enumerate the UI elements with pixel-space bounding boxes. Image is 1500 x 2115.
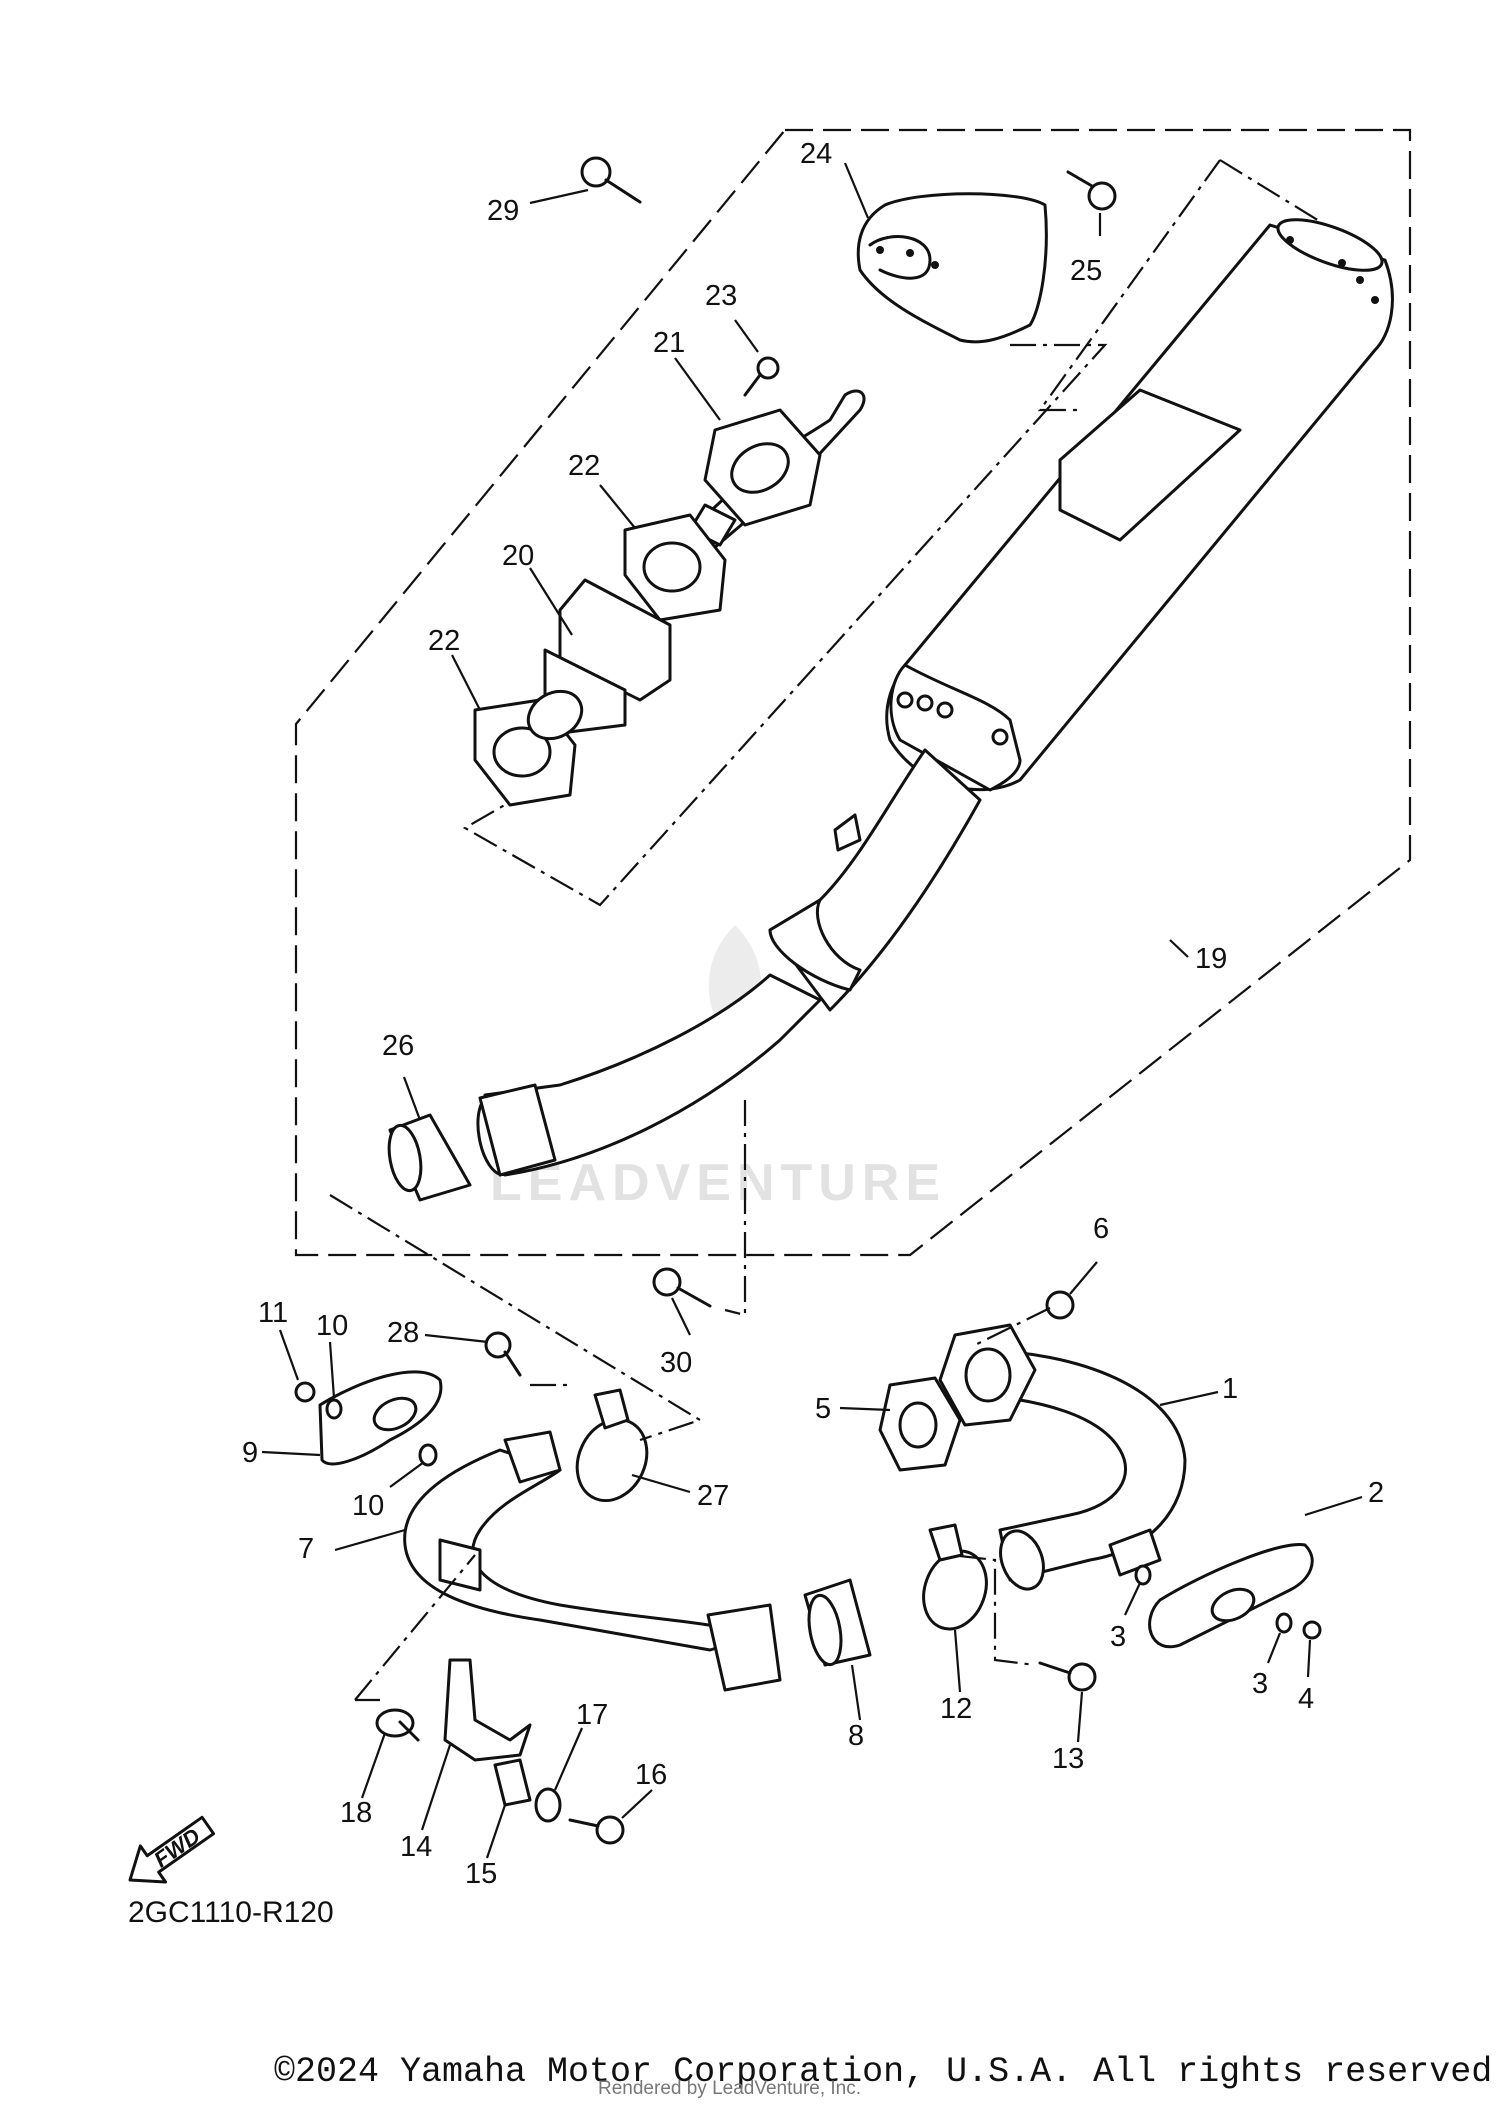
- callout-29: 29: [487, 195, 519, 227]
- clamp-12: [922, 1523, 988, 1631]
- callout-18: 18: [340, 1797, 372, 1829]
- callout-2: 2: [1368, 1477, 1384, 1509]
- copyright-notice: ©2024 Yamaha Motor Corporation, U.S.A. A…: [274, 2052, 1500, 2092]
- damper-15: [493, 1758, 532, 1807]
- bracket-14: [443, 1658, 532, 1762]
- callout-11: 11: [258, 1297, 288, 1329]
- fwd-arrow-icon: FWD: [128, 1815, 216, 1884]
- callout-3b: 3: [1252, 1668, 1268, 1700]
- callout-5: 5: [815, 1393, 831, 1425]
- callout-6: 6: [1093, 1213, 1109, 1245]
- washer-10: [325, 1398, 438, 1467]
- clamp-27: [575, 1388, 649, 1503]
- callout-21: 21: [653, 327, 685, 359]
- watermark-text: LEADVENTURE: [490, 1154, 946, 1212]
- inner-group-boundary: [462, 343, 1108, 907]
- callout-9: 9: [242, 1437, 258, 1469]
- gasket-5: [878, 1376, 962, 1472]
- bolt-25: [1066, 170, 1117, 211]
- sleeve-8: [803, 1578, 872, 1667]
- muffler-body: [476, 218, 1394, 1177]
- bolt-28: [484, 1331, 522, 1377]
- leader-lines: [261, 162, 1363, 1859]
- collar-18: [375, 1708, 420, 1742]
- bolt-30: [652, 1267, 712, 1308]
- header-pipe-1: [938, 1323, 1187, 1591]
- sleeve-26: [387, 1113, 472, 1202]
- callout-15: 15: [465, 1858, 497, 1890]
- end-cap-24: [856, 192, 1048, 344]
- callout-10b: 10: [352, 1490, 384, 1522]
- gasket-22-lower: [473, 698, 577, 807]
- callout-labels: 1 2 3 3 4 5 6 7 8 9 10 10 11 12 13 14 15…: [242, 138, 1384, 1890]
- assembly-boundary-19: [294, 128, 1412, 1257]
- callout-25: 25: [1070, 255, 1102, 287]
- bolt-29: [580, 156, 642, 204]
- spark-arrester-20: [526, 578, 672, 741]
- callout-22a: 22: [568, 450, 600, 482]
- protector-2: [1148, 1543, 1314, 1649]
- callout-13: 13: [1052, 1743, 1084, 1775]
- bolt-16: [568, 1815, 625, 1845]
- protector-9: [318, 1370, 443, 1466]
- callout-22b: 22: [428, 625, 460, 657]
- callout-1: 1: [1222, 1373, 1238, 1405]
- bolt-13: [1038, 1661, 1097, 1692]
- callout-14: 14: [400, 1831, 432, 1863]
- callout-12: 12: [940, 1693, 972, 1725]
- callout-27: 27: [697, 1480, 729, 1512]
- callout-20: 20: [502, 540, 534, 572]
- callout-19: 19: [1195, 943, 1227, 975]
- callout-3a: 3: [1110, 1621, 1126, 1653]
- callout-28: 28: [387, 1317, 419, 1349]
- gasket-22-upper: [623, 513, 727, 622]
- callout-24: 24: [800, 138, 832, 170]
- callout-16: 16: [635, 1759, 667, 1791]
- callout-10a: 10: [316, 1310, 348, 1342]
- washer-17: [534, 1787, 562, 1823]
- callout-7: 7: [298, 1533, 314, 1565]
- callout-8: 8: [848, 1720, 864, 1752]
- header-pipe-7: [403, 1430, 782, 1692]
- nut-6: [1045, 1290, 1075, 1320]
- callout-4: 4: [1298, 1683, 1314, 1715]
- bolt-23: [743, 356, 780, 397]
- callout-23: 23: [705, 280, 737, 312]
- bolt-11: [294, 1381, 316, 1403]
- callout-26: 26: [382, 1030, 414, 1062]
- callout-17: 17: [576, 1699, 608, 1731]
- rendered-by-notice: Rendered by LeadVenture, Inc.: [598, 2078, 862, 2099]
- diagram-code: 2GC1110-R120: [128, 1896, 334, 1929]
- washer-3: [1134, 1564, 1293, 1634]
- callout-30: 30: [660, 1347, 692, 1379]
- bolt-4: [1302, 1620, 1322, 1640]
